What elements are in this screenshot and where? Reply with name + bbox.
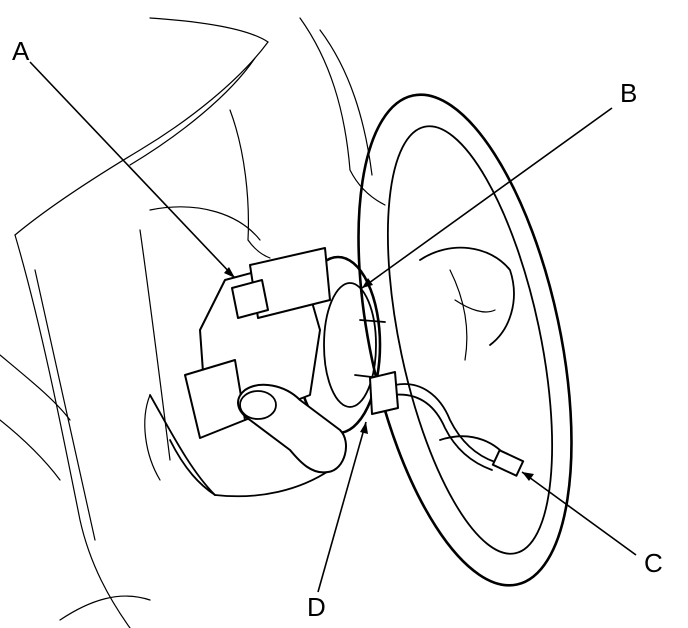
leader-a (29, 61, 236, 279)
arrowhead-a (224, 267, 235, 278)
callout-c: C (644, 548, 663, 578)
leader-lines (29, 61, 637, 593)
leader-d (317, 421, 367, 593)
callout-a: A (12, 36, 30, 66)
stalk-lever (237, 383, 347, 474)
callout-d: D (307, 592, 326, 622)
combination-switch (184, 247, 399, 439)
arrowhead-b (362, 278, 373, 288)
leader-b (361, 107, 613, 289)
arrowhead-c (522, 472, 534, 481)
connector-c (491, 449, 525, 477)
callout-b: B (620, 78, 637, 108)
arrowhead-d (360, 422, 368, 434)
cable-harness (391, 383, 496, 471)
column-cover-lower (144, 394, 331, 498)
steering-wheel (357, 93, 573, 587)
dashboard-outline (0, 17, 386, 628)
leader-c (521, 471, 637, 556)
